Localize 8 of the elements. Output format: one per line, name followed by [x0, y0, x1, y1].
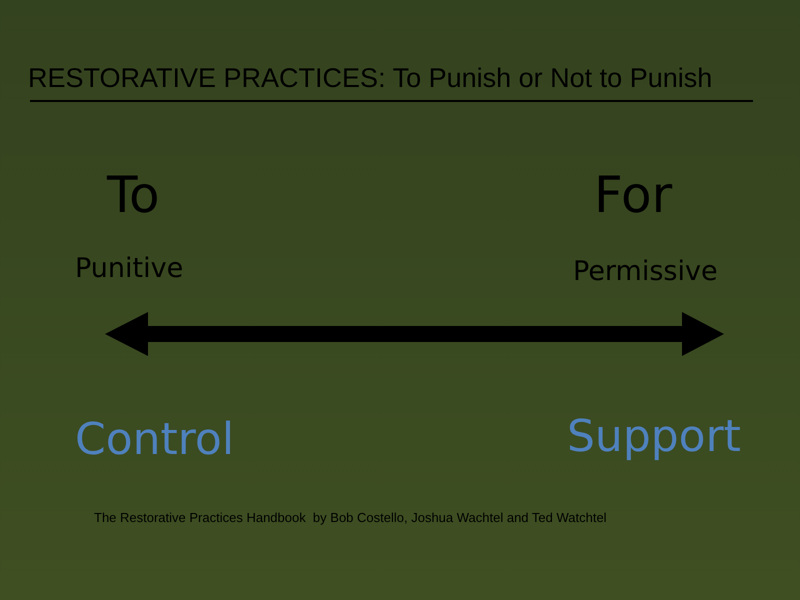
heading-word: To	[107, 168, 160, 223]
citation-text: The Restorative Practices Handbook by Bob Costello, Joshua Wachtel and Ted Watchtel	[94, 511, 607, 526]
title: RESTORATIVE PRACTICES: To Punish or Not to Punish	[28, 64, 712, 94]
scale-end-label: Permissive	[573, 257, 718, 287]
scale-end-term: Control	[75, 416, 234, 464]
scale-end-label: Punitive	[75, 254, 184, 284]
heading-word: For	[594, 168, 672, 223]
scale-end-term: Support	[567, 413, 741, 462]
